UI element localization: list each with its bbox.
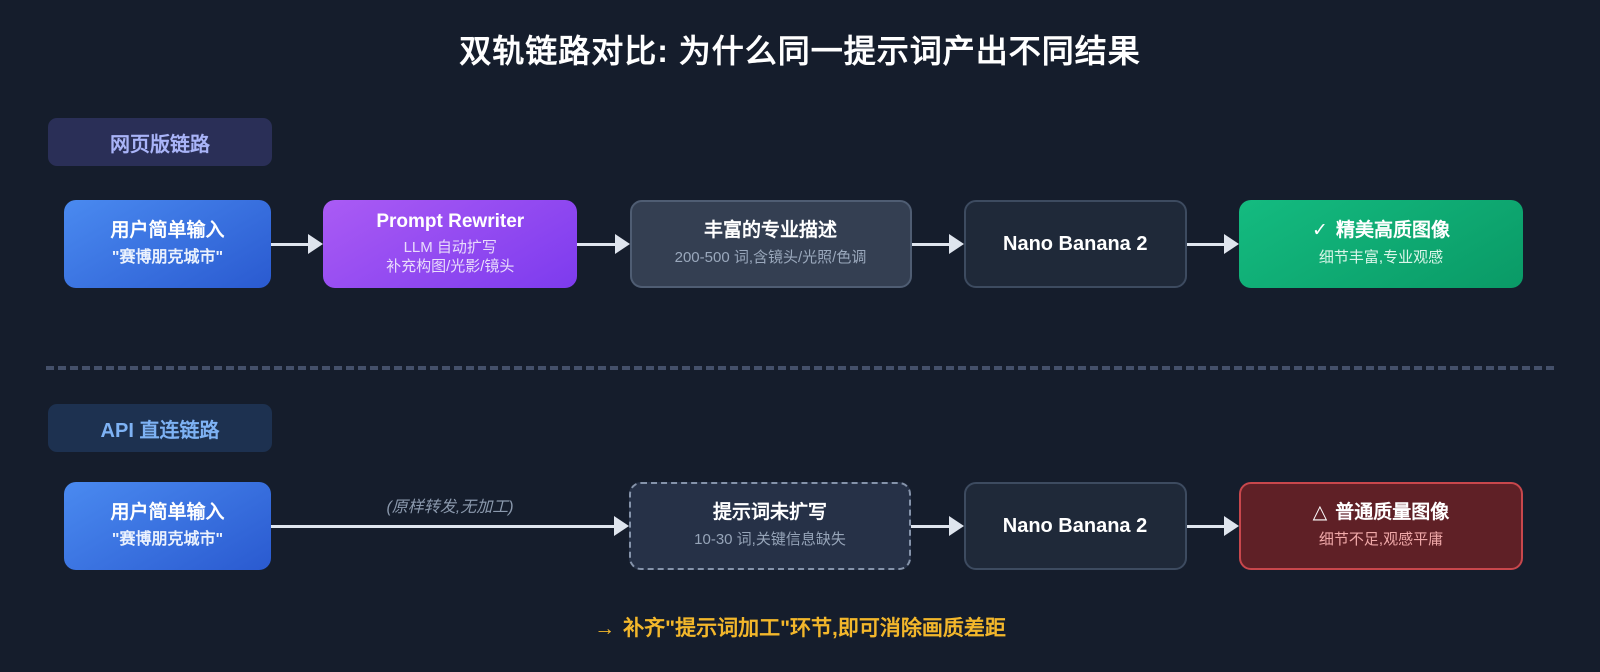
api-track-badge-label: API 直连链路 [100,419,220,442]
node-prompt-rewriter: Prompt Rewriter LLM 自动扩写 补充构图/光影/镜头 [323,200,578,288]
arrow-line [271,242,309,246]
node-subtitle: LLM 自动扩写 [403,238,497,256]
warning-triangle-icon: △ [1312,502,1328,524]
node-title-text: 精美高质图像 [1335,220,1450,242]
web-track-flow: 用户简单输入 "赛博朋克城市" Prompt Rewriter LLM 自动扩写… [64,200,1523,288]
footer-callout: → 补齐"提示词加工"环节,即可消除画质差距 [0,612,1600,642]
node-title: 用户简单输入 [110,219,225,241]
node-result-high-quality: ✓ 精美高质图像 细节丰富,专业观感 [1239,200,1523,288]
node-prompt-not-expanded: 提示词未扩写 10-30 词,关键信息缺失 [629,482,911,570]
web-track-badge-label: 网页版链路 [110,133,210,156]
dashed-divider [46,366,1554,370]
web-track-badge: 网页版链路 [48,118,272,166]
node-title: 丰富的专业描述 [703,220,837,242]
arrowhead-icon [1224,234,1239,254]
node-subtitle: 200-500 词,含镜头/光照/色调 [674,249,867,267]
flow-arrow [1186,482,1239,570]
arrow-line [911,524,949,528]
arrowhead-icon [1224,516,1239,536]
arrowhead-icon [308,234,324,254]
node-title: 提示词未扩写 [712,502,827,524]
flow-arrow [911,200,964,288]
node-subtitle: "赛博朋克城市" [111,249,224,267]
node-title: △ 普通质量图像 [1313,502,1450,525]
arrow-right-icon: → [594,617,616,640]
arrowhead-icon [948,234,964,254]
node-user-input-api: 用户简单输入 "赛博朋克城市" [64,482,271,570]
arrowhead-icon [948,516,964,536]
api-track-flow: 用户简单输入 "赛博朋克城市" (原样转发,无加工) 提示词未扩写 10-30 … [64,482,1523,570]
node-title: 用户简单输入 [110,501,225,523]
arrow-line [911,242,949,246]
arrowhead-icon [614,516,629,536]
node-subtitle-2: 补充构图/光影/镜头 [386,258,515,276]
node-user-input-web: 用户简单输入 "赛博朋克城市" [64,200,271,288]
flow-arrow [911,482,964,570]
arrow-line [1186,242,1224,246]
arrow-line [271,524,614,528]
arrow-line [577,242,615,246]
arrow-line [1186,524,1224,528]
node-subtitle: "赛博朋克城市" [111,531,224,549]
node-title: Nano Banana 2 [1002,515,1148,537]
node-rich-description: 丰富的专业描述 200-500 词,含镜头/光照/色调 [629,200,912,288]
node-title-text: 普通质量图像 [1335,502,1450,524]
node-subtitle: 10-30 词,关键信息缺失 [694,531,846,549]
arrowhead-icon [614,234,630,254]
node-subtitle: 细节不足,观感平庸 [1318,531,1444,549]
diagram-title: 双轨链路对比: 为什么同一提示词产出不同结果 [459,33,1141,69]
flow-arrow [1186,200,1239,288]
node-title: Nano Banana 2 [1003,233,1148,255]
node-title: ✓ 精美高质图像 [1312,220,1450,243]
check-icon: ✓ [1312,220,1328,242]
flow-arrow [577,200,630,288]
footer-text: 补齐"提示词加工"环节,即可消除画质差距 [623,617,1006,640]
node-subtitle: 细节丰富,专业观感 [1318,249,1444,267]
node-result-normal-quality: △ 普通质量图像 细节不足,观感平庸 [1239,482,1523,570]
node-title: Prompt Rewriter [376,210,525,232]
flow-arrow-passthrough: (原样转发,无加工) [271,482,629,570]
node-nano-banana-api: Nano Banana 2 [963,482,1187,570]
flow-arrow [271,200,324,288]
api-track-badge: API 直连链路 [48,404,272,452]
node-nano-banana-web: Nano Banana 2 [963,200,1187,288]
arrow-label: (原样转发,无加工) [386,499,514,516]
